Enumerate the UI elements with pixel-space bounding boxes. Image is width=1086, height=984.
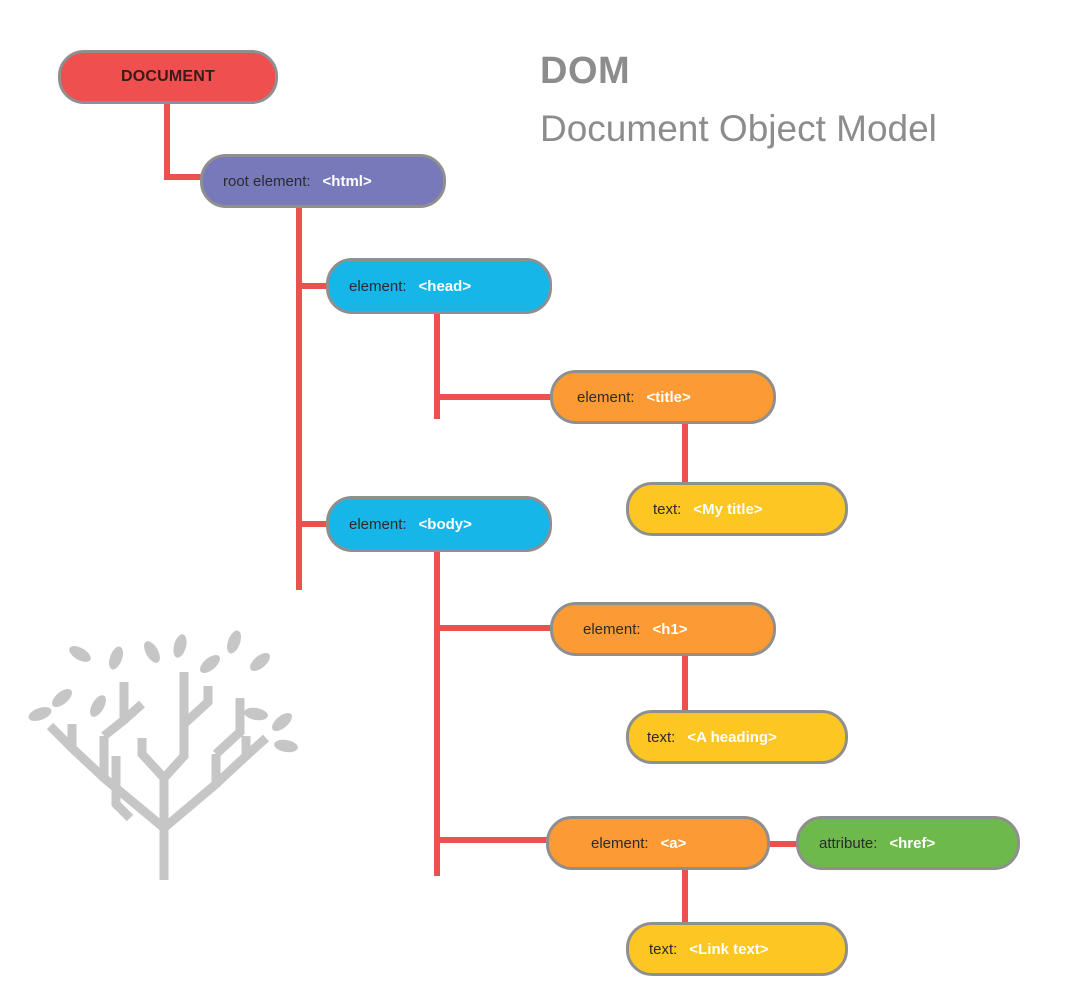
node-href-tag: <href>	[889, 834, 936, 852]
node-a-label: element:	[591, 834, 649, 852]
diagram-title: DOM	[540, 50, 631, 92]
connector-document-html-horizontal	[164, 174, 204, 180]
node-title-text-tag: <My title>	[693, 500, 763, 518]
node-head: element: <head>	[326, 258, 552, 314]
connector-body-a	[434, 837, 548, 843]
connector-body-h1	[434, 625, 554, 631]
node-document: DOCUMENT	[58, 50, 278, 104]
node-document-label: DOCUMENT	[120, 68, 216, 85]
node-title-element-label: element:	[577, 388, 635, 406]
connector-document-html-vertical	[164, 102, 170, 180]
tree-icon	[28, 630, 298, 880]
node-a-tag: <a>	[660, 834, 687, 852]
node-a-text-tag: <Link text>	[689, 940, 769, 958]
node-h1-label: element:	[583, 620, 641, 638]
connector-title-text	[682, 422, 688, 484]
node-head-label: element:	[349, 277, 407, 295]
node-title-element: element: <title>	[550, 370, 776, 424]
node-body-tag: <body>	[418, 515, 472, 533]
node-body-label: element:	[349, 515, 407, 533]
connector-head-title	[434, 394, 554, 400]
node-h1-text: text: <A heading>	[626, 710, 848, 764]
connector-head-trunk	[434, 312, 440, 419]
node-title-text-label: text:	[653, 500, 682, 518]
connector-a-text	[682, 866, 688, 926]
node-title-element-tag: <title>	[646, 388, 691, 406]
node-h1-text-tag: <A heading>	[687, 728, 777, 746]
node-a-text-label: text:	[649, 940, 678, 958]
connector-html-trunk	[296, 206, 302, 590]
connector-html-head	[296, 283, 330, 289]
node-h1-tag: <h1>	[652, 620, 688, 638]
node-a-text: text: <Link text>	[626, 922, 848, 976]
node-a: element: <a>	[546, 816, 770, 870]
node-h1-text-label: text:	[647, 728, 676, 746]
connector-html-body	[296, 521, 330, 527]
connector-h1-text	[682, 654, 688, 712]
node-html-label: root element:	[223, 172, 311, 190]
node-href: attribute: <href>	[796, 816, 1020, 870]
node-href-label: attribute:	[819, 834, 878, 852]
node-html-tag: <html>	[322, 172, 372, 190]
diagram-subtitle: Document Object Model	[540, 108, 937, 149]
connector-a-attribute	[768, 841, 798, 847]
node-html: root element: <html>	[200, 154, 446, 208]
node-title-text: text: <My title>	[626, 482, 848, 536]
node-h1: element: <h1>	[550, 602, 776, 656]
node-body: element: <body>	[326, 496, 552, 552]
node-head-tag: <head>	[418, 277, 472, 295]
connector-body-trunk	[434, 549, 440, 876]
